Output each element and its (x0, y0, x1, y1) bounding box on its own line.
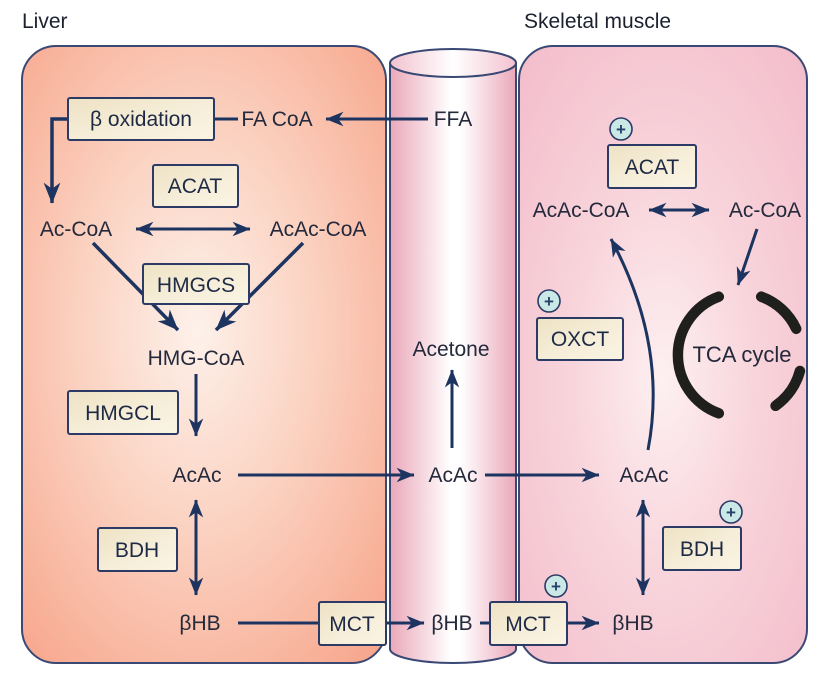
label-hmg-coa: HMG-CoA (148, 347, 245, 370)
acat-label-muscle: ACAT (625, 156, 680, 179)
arrow-accoa-to-tca (736, 228, 759, 286)
beta-oxidation-label: β oxidation (90, 108, 192, 131)
svg-text:+: + (616, 120, 626, 139)
oxct-box: OXCT (536, 317, 624, 361)
label-acac-coa-muscle: AcAc-CoA (533, 199, 630, 222)
label-ac-coa-liver: Ac-CoA (40, 218, 112, 241)
mct-label-muscle: MCT (505, 613, 551, 636)
label-tca-cycle: TCA cycle (692, 342, 791, 367)
plus-icon-mct: + (544, 574, 568, 598)
liver-title: Liver (22, 10, 68, 33)
beta-oxidation-box: β oxidation (67, 97, 215, 141)
arrow-accoa-to-hmgcoa (91, 241, 180, 332)
mct-box-liver: MCT (318, 601, 387, 646)
bdh-box-liver: BDH (97, 527, 178, 572)
plus-icon-acat: + (609, 117, 633, 141)
svg-text:+: + (726, 503, 736, 522)
label-ffa: FFA (434, 108, 473, 131)
label-bhb-muscle: βHB (612, 612, 653, 635)
label-acac-coa-liver: AcAc-CoA (270, 218, 367, 241)
acat-box-liver: ACAT (152, 164, 239, 208)
oxct-label: OXCT (551, 328, 610, 351)
arrow-acac-to-acaccoa-muscle (609, 238, 655, 451)
plus-icon-oxct: + (537, 289, 561, 313)
mct-label-liver: MCT (329, 613, 375, 636)
hmgcl-box: HMGCL (67, 390, 179, 435)
arrow-betaox-to-accoa (43, 117, 68, 204)
blood-vessel-body (389, 63, 517, 664)
bdh-box-muscle: BDH (662, 526, 742, 571)
bdh-label-liver: BDH (115, 539, 159, 562)
acat-box-muscle: ACAT (607, 144, 697, 189)
acat-label-liver: ACAT (168, 175, 223, 198)
label-bhb-liver: βHB (179, 612, 220, 635)
hmgcl-label: HMGCL (85, 402, 161, 425)
label-ac-coa-muscle: Ac-CoA (729, 199, 801, 222)
mct-box-muscle: MCT (489, 601, 568, 646)
svg-text:+: + (551, 577, 561, 596)
label-acetone: Acetone (412, 338, 489, 361)
label-acac-liver: AcAc (172, 464, 221, 487)
tca-cycle-icon (672, 291, 806, 419)
hmgcs-box: HMGCS (142, 263, 250, 305)
label-fa-coa: FA CoA (241, 108, 312, 131)
label-acac-blood: AcAc (428, 464, 477, 487)
label-bhb-blood: βHB (431, 612, 472, 635)
muscle-title: Skeletal muscle (524, 10, 671, 33)
liver-panel (21, 45, 387, 664)
label-acac-muscle: AcAc (619, 464, 668, 487)
arrow-acaccoa-to-hmgcoa (214, 241, 305, 332)
bdh-label-muscle: BDH (680, 538, 724, 561)
svg-text:+: + (544, 292, 554, 311)
blood-vessel-top (389, 48, 517, 78)
hmgcs-label: HMGCS (157, 274, 235, 297)
plus-icon-bdh: + (719, 500, 743, 524)
